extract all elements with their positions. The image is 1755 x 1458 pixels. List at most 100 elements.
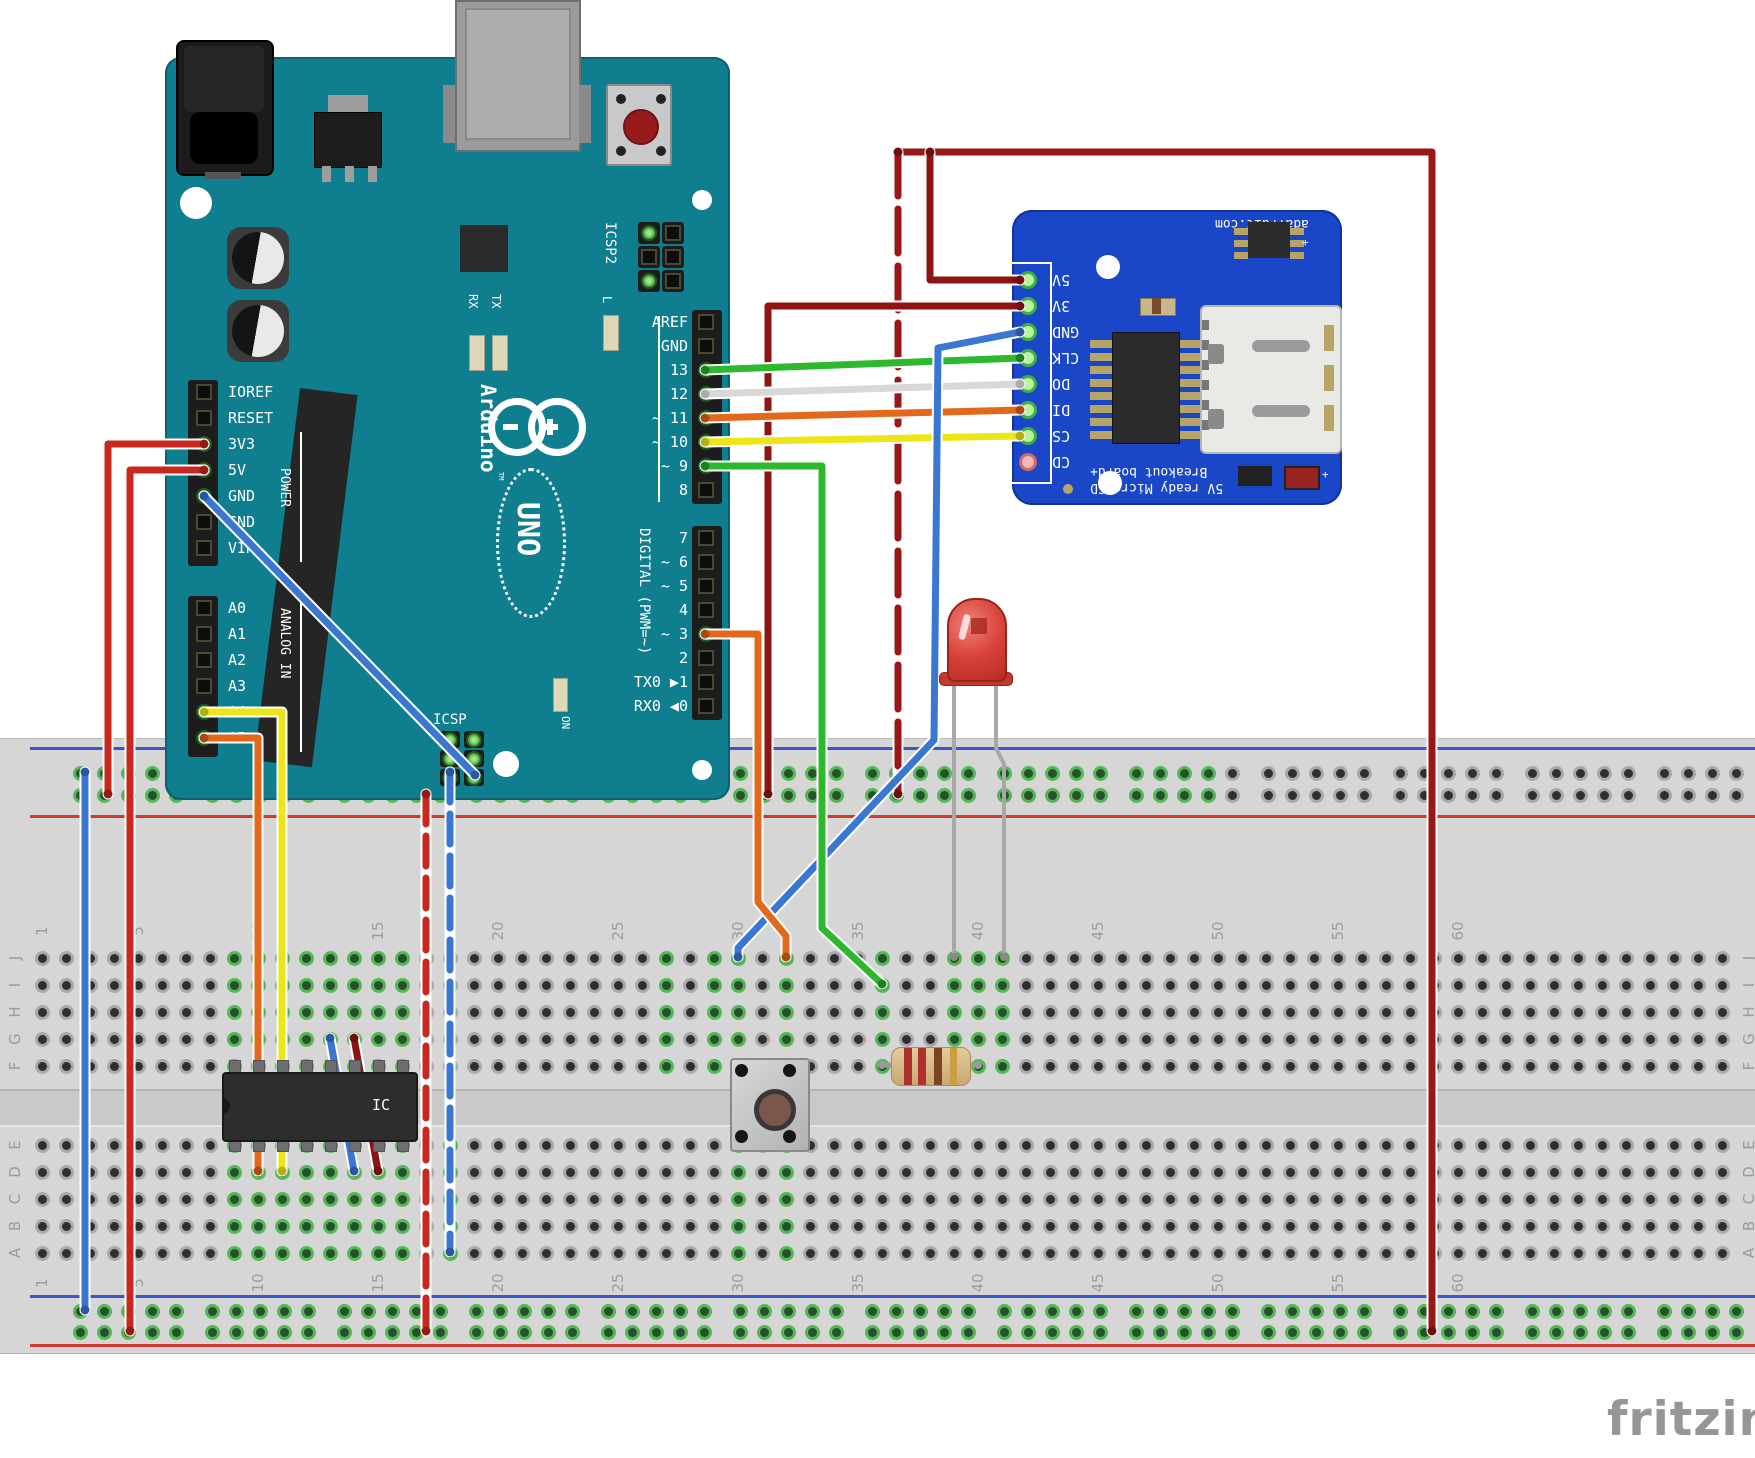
breadboard-hole[interactable] (635, 1032, 650, 1047)
breadboard-hole[interactable] (1139, 1005, 1154, 1020)
rail-hole[interactable] (1333, 788, 1348, 803)
breadboard-hole[interactable] (179, 1138, 194, 1153)
breadboard-hole[interactable] (803, 1246, 818, 1261)
breadboard-hole[interactable] (251, 1005, 266, 1020)
rail-hole[interactable] (1573, 766, 1588, 781)
breadboard-hole[interactable] (35, 1005, 50, 1020)
breadboard-hole[interactable] (659, 1059, 674, 1074)
breadboard-hole[interactable] (1547, 1192, 1562, 1207)
breadboard-hole[interactable] (1475, 1165, 1490, 1180)
breadboard-hole[interactable] (1259, 1059, 1274, 1074)
rail-hole[interactable] (1225, 1325, 1240, 1340)
breadboard-hole[interactable] (971, 1138, 986, 1153)
breadboard-hole[interactable] (515, 1032, 530, 1047)
rail-hole[interactable] (1549, 766, 1564, 781)
breadboard-hole[interactable] (131, 1219, 146, 1234)
breadboard-hole[interactable] (827, 951, 842, 966)
breadboard-hole[interactable] (1379, 1032, 1394, 1047)
breadboard-hole[interactable] (803, 951, 818, 966)
rail-hole[interactable] (865, 766, 880, 781)
breadboard-hole[interactable] (443, 1005, 458, 1020)
breadboard-hole[interactable] (1379, 1165, 1394, 1180)
breadboard-hole[interactable] (947, 1032, 962, 1047)
breadboard-hole[interactable] (731, 1165, 746, 1180)
breadboard-hole[interactable] (371, 1192, 386, 1207)
breadboard-hole[interactable] (1163, 1059, 1178, 1074)
breadboard-hole[interactable] (419, 1059, 434, 1074)
breadboard-hole[interactable] (755, 1032, 770, 1047)
rail-hole[interactable] (1261, 788, 1276, 803)
breadboard-hole[interactable] (1091, 1219, 1106, 1234)
rail-hole[interactable] (301, 1325, 316, 1340)
breadboard-hole[interactable] (491, 1059, 506, 1074)
breadboard-hole[interactable] (83, 1059, 98, 1074)
rail-hole[interactable] (1333, 1325, 1348, 1340)
breadboard-hole[interactable] (1019, 1005, 1034, 1020)
breadboard-hole[interactable] (203, 1138, 218, 1153)
breadboard-hole[interactable] (1331, 1192, 1346, 1207)
rail-hole[interactable] (1549, 1304, 1564, 1319)
breadboard-hole[interactable] (1595, 1059, 1610, 1074)
breadboard-hole[interactable] (299, 1246, 314, 1261)
breadboard-hole[interactable] (299, 1219, 314, 1234)
breadboard-hole[interactable] (515, 1138, 530, 1153)
rail-hole[interactable] (1021, 1304, 1036, 1319)
rail-hole[interactable] (1153, 1325, 1168, 1340)
breadboard-hole[interactable] (107, 1165, 122, 1180)
breadboard-hole[interactable] (1523, 1059, 1538, 1074)
breadboard-hole[interactable] (395, 978, 410, 993)
breadboard-hole[interactable] (1523, 978, 1538, 993)
breadboard-hole[interactable] (179, 1005, 194, 1020)
breadboard-hole[interactable] (395, 1005, 410, 1020)
rail-hole[interactable] (205, 1325, 220, 1340)
breadboard-hole[interactable] (1091, 1192, 1106, 1207)
breadboard-hole[interactable] (851, 1032, 866, 1047)
breadboard-hole[interactable] (1235, 1005, 1250, 1020)
breadboard-hole[interactable] (1283, 978, 1298, 993)
rail-hole[interactable] (1705, 1325, 1720, 1340)
breadboard-hole[interactable] (443, 1246, 458, 1261)
breadboard-hole[interactable] (1163, 1219, 1178, 1234)
rail-hole[interactable] (1309, 1325, 1324, 1340)
breadboard-hole[interactable] (539, 1059, 554, 1074)
breadboard-hole[interactable] (827, 1246, 842, 1261)
breadboard-hole[interactable] (131, 1059, 146, 1074)
breadboard-hole[interactable] (755, 1246, 770, 1261)
breadboard-hole[interactable] (491, 1219, 506, 1234)
rail-hole[interactable] (73, 766, 88, 781)
rail-hole[interactable] (1525, 788, 1540, 803)
breadboard-hole[interactable] (803, 1219, 818, 1234)
breadboard-hole[interactable] (1259, 1005, 1274, 1020)
breadboard-hole[interactable] (563, 1005, 578, 1020)
breadboard-hole[interactable] (1187, 978, 1202, 993)
breadboard-hole[interactable] (995, 1032, 1010, 1047)
rail-hole[interactable] (361, 1325, 376, 1340)
breadboard-hole[interactable] (1043, 1032, 1058, 1047)
rail-hole[interactable] (1573, 1325, 1588, 1340)
breadboard-hole[interactable] (1403, 1032, 1418, 1047)
breadboard-hole[interactable] (1019, 1059, 1034, 1074)
breadboard-hole[interactable] (395, 1192, 410, 1207)
rail-hole[interactable] (1093, 766, 1108, 781)
breadboard-hole[interactable] (1619, 978, 1634, 993)
breadboard-hole[interactable] (707, 1059, 722, 1074)
breadboard-hole[interactable] (1139, 1219, 1154, 1234)
breadboard-hole[interactable] (539, 951, 554, 966)
breadboard-hole[interactable] (1451, 1165, 1466, 1180)
breadboard-hole[interactable] (83, 1165, 98, 1180)
rail-hole[interactable] (409, 1304, 424, 1319)
analog-pin[interactable] (196, 652, 212, 668)
rail-hole[interactable] (229, 1325, 244, 1340)
breadboard-hole[interactable] (923, 1192, 938, 1207)
breadboard-hole[interactable] (275, 1192, 290, 1207)
breadboard-hole[interactable] (875, 1246, 890, 1261)
breadboard-hole[interactable] (1499, 1219, 1514, 1234)
breadboard-hole[interactable] (1139, 951, 1154, 966)
breadboard-hole[interactable] (203, 1192, 218, 1207)
breadboard-hole[interactable] (251, 1246, 266, 1261)
breadboard-hole[interactable] (227, 1192, 242, 1207)
breadboard-hole[interactable] (563, 1059, 578, 1074)
breadboard-hole[interactable] (899, 1138, 914, 1153)
breadboard-hole[interactable] (1067, 1005, 1082, 1020)
power-pin[interactable] (196, 410, 212, 426)
